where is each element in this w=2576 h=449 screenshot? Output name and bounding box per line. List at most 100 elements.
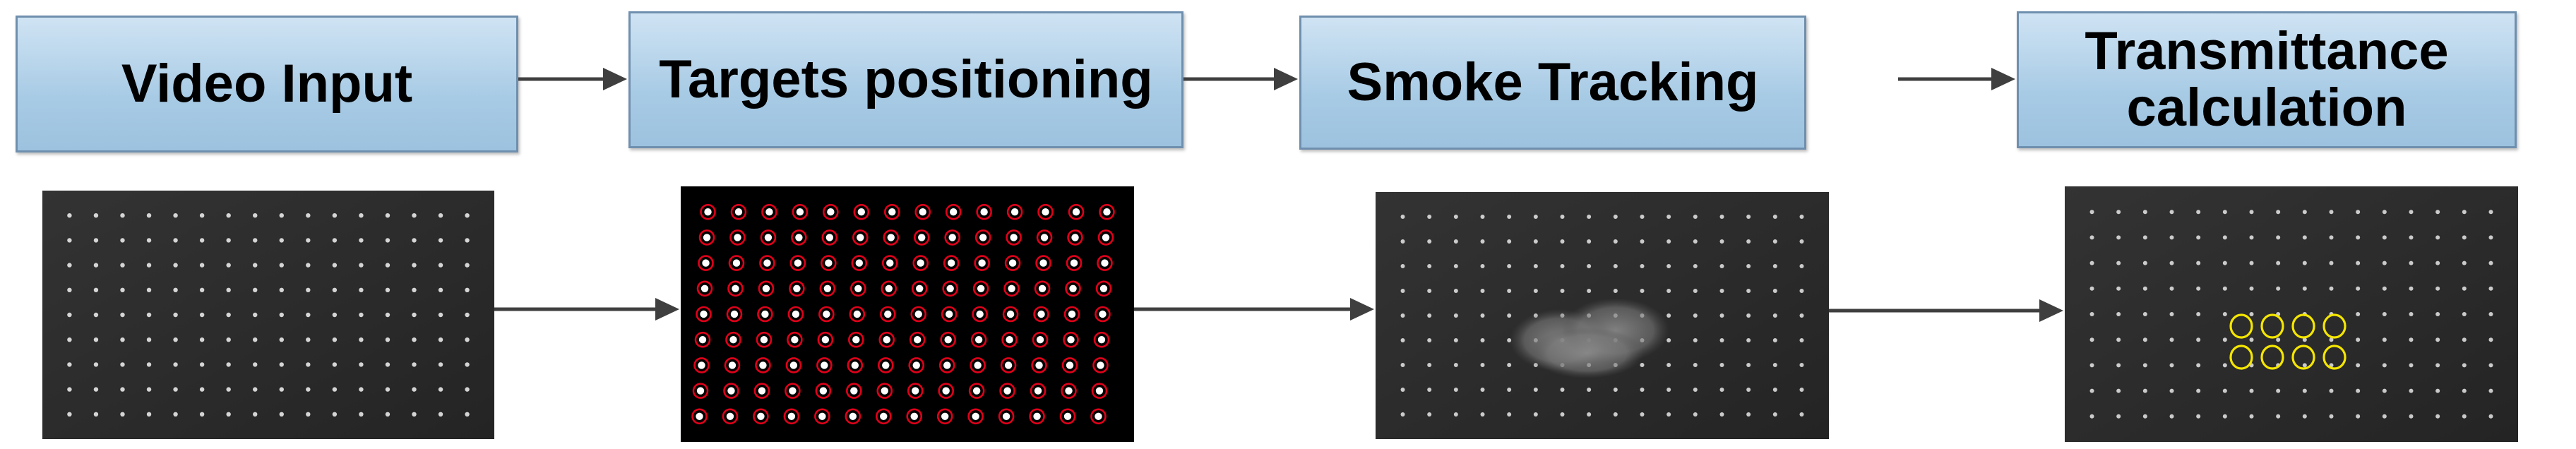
detection-circle [941,306,958,323]
detected-target [760,336,768,344]
target-dot [1560,388,1565,392]
target-dot [438,412,443,417]
detected-target [946,285,954,292]
target-dot [306,387,311,392]
detection-circle [1001,331,1018,348]
target-dot [1746,264,1751,268]
target-dot [2116,261,2121,265]
target-dot [2116,414,2121,419]
target-dot [1640,363,1645,367]
target-dot [2409,210,2414,215]
detected-target [703,234,711,241]
target-dot [1719,338,1724,342]
target-dot [1666,388,1671,392]
detection-circle [912,255,929,271]
target-dot [465,238,470,243]
target-dot [2409,261,2414,265]
target-dot [1746,363,1751,367]
target-dot [465,263,470,268]
target-dot [2329,286,2334,291]
detection-circle [847,357,864,373]
target-dot [1693,388,1698,392]
detected-target [948,234,956,241]
target-dot [1693,412,1698,417]
detection-circle [724,357,741,373]
target-dot [2302,286,2307,291]
target-dot [1453,338,1458,342]
target-dot [1587,412,1592,417]
target-dot [2222,261,2227,265]
detection-circle [753,408,769,425]
panel-targets-detected [681,186,1134,442]
detected-target [974,361,982,369]
target-dot [1453,239,1458,244]
target-dot [1480,338,1485,342]
target-dot [1613,412,1618,417]
target-dot [1560,239,1565,244]
target-dot [2329,388,2334,393]
target-dot [385,213,390,218]
target-dot [253,337,258,342]
target-dot [1533,388,1538,392]
target-dot [1719,412,1724,417]
target-dot [2249,286,2254,291]
detected-target [1071,234,1079,241]
detected-target [1070,259,1078,267]
target-dot [1453,264,1458,268]
target-dot [2488,235,2493,240]
target-dot [279,362,284,367]
target-dot [359,213,364,218]
target-dot [1772,239,1777,244]
target-dot [2409,337,2414,342]
target-dot [1719,289,1724,293]
target-dot [1533,289,1538,293]
frame-background [2065,186,2518,442]
detection-circle [1006,229,1022,246]
detected-target [974,336,983,344]
target-dot [1533,215,1538,219]
target-dot [1480,363,1485,367]
detected-target [700,285,709,292]
target-dot [2302,414,2307,419]
detection-circle [792,203,809,220]
detected-target [914,336,922,344]
target-dot [1693,289,1698,293]
detected-target [941,412,949,420]
detected-target [818,412,826,420]
target-dot [2169,414,2174,419]
detected-target [1063,412,1072,420]
target-dot [2462,337,2467,342]
detected-target [947,259,955,267]
target-dot [2382,210,2387,215]
detected-target [819,387,828,395]
target-dot [2356,210,2361,215]
target-dot [2382,388,2387,393]
target-dot [1693,264,1698,268]
target-dot [1772,388,1777,392]
target-dot [2462,210,2467,215]
target-dot [199,337,205,342]
target-dot [1587,388,1592,392]
detected-target [702,259,710,267]
detection-circle [815,383,832,399]
target-dot [1799,313,1804,318]
detection-circle [791,229,807,246]
detection-circle [691,408,708,425]
target-dot [1772,338,1777,342]
detected-target [1040,234,1049,241]
target-dot [120,362,125,367]
target-dot [1772,264,1777,268]
target-dot [1772,289,1777,293]
target-dot [2276,261,2281,265]
target-dot [2435,363,2440,368]
target-dot [1400,412,1405,417]
detected-target [885,285,893,292]
target-dot [67,312,72,318]
detected-target [1099,285,1108,292]
target-dot [465,412,470,417]
target-dot [2196,261,2201,265]
target-dot [2196,363,2201,368]
detected-target [732,285,739,292]
target-dot [2329,210,2334,215]
target-dot [1693,338,1698,342]
